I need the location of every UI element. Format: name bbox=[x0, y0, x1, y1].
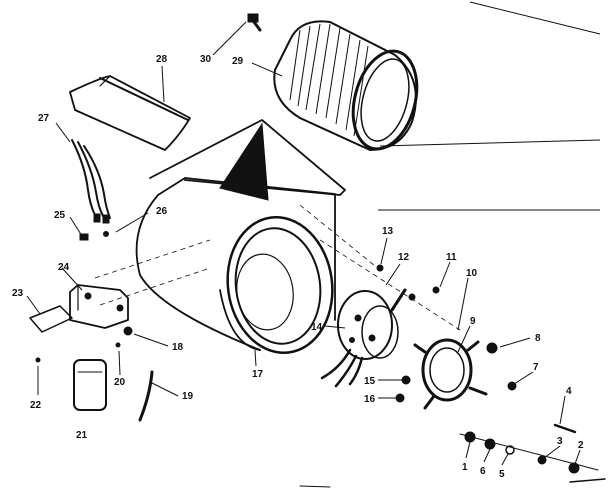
part-label-8: 8 bbox=[535, 333, 541, 344]
part-label-13: 13 bbox=[382, 226, 394, 237]
part-label-22: 22 bbox=[30, 400, 42, 411]
part-label-1: 1 bbox=[462, 462, 468, 473]
part-label-5: 5 bbox=[499, 469, 505, 480]
part-label-20: 20 bbox=[114, 377, 126, 388]
part-label-7: 7 bbox=[533, 362, 539, 373]
capacitor-strap bbox=[138, 370, 154, 422]
part-label-12: 12 bbox=[398, 252, 410, 263]
part-label-15: 15 bbox=[364, 376, 376, 387]
wire-harness bbox=[71, 139, 111, 224]
part-label-25: 25 bbox=[54, 210, 66, 221]
part-label-9: 9 bbox=[470, 316, 476, 327]
motor-mount bbox=[413, 338, 488, 410]
part-label-10: 10 bbox=[466, 268, 478, 279]
part-label-24: 24 bbox=[58, 262, 70, 273]
blower-wheel bbox=[273, 20, 419, 151]
part-label-19: 19 bbox=[182, 391, 194, 402]
part-label-27: 27 bbox=[38, 113, 50, 124]
part-label-11: 11 bbox=[446, 252, 457, 263]
cutoff-plate bbox=[69, 75, 191, 151]
part-label-16: 16 bbox=[364, 394, 376, 405]
part-label-4: 4 bbox=[566, 386, 572, 397]
capacitor bbox=[73, 359, 107, 411]
leader-lines bbox=[26, 21, 581, 466]
scan-marks bbox=[299, 478, 606, 488]
assembly-centerlines bbox=[94, 204, 461, 331]
part-label-21: 21 bbox=[76, 430, 88, 441]
part-number-labels: 30 29 28 27 26 25 24 23 22 21 20 19 18 1… bbox=[12, 54, 584, 480]
part-label-3: 3 bbox=[557, 436, 563, 447]
part-label-6: 6 bbox=[480, 466, 486, 477]
part-label-26: 26 bbox=[156, 206, 168, 217]
junction-box bbox=[29, 284, 129, 333]
part-label-14: 14 bbox=[311, 322, 323, 333]
reference-lines bbox=[378, 1, 601, 211]
part-label-30: 30 bbox=[200, 54, 212, 65]
blower-housing bbox=[135, 119, 346, 354]
motor bbox=[320, 288, 407, 388]
part-label-18: 18 bbox=[172, 342, 184, 353]
part-label-23: 23 bbox=[12, 288, 24, 299]
set-screw bbox=[247, 13, 262, 32]
part-label-17: 17 bbox=[252, 369, 264, 380]
part-label-29: 29 bbox=[232, 56, 244, 67]
part-label-2: 2 bbox=[578, 440, 584, 451]
part-label-28: 28 bbox=[156, 54, 168, 65]
